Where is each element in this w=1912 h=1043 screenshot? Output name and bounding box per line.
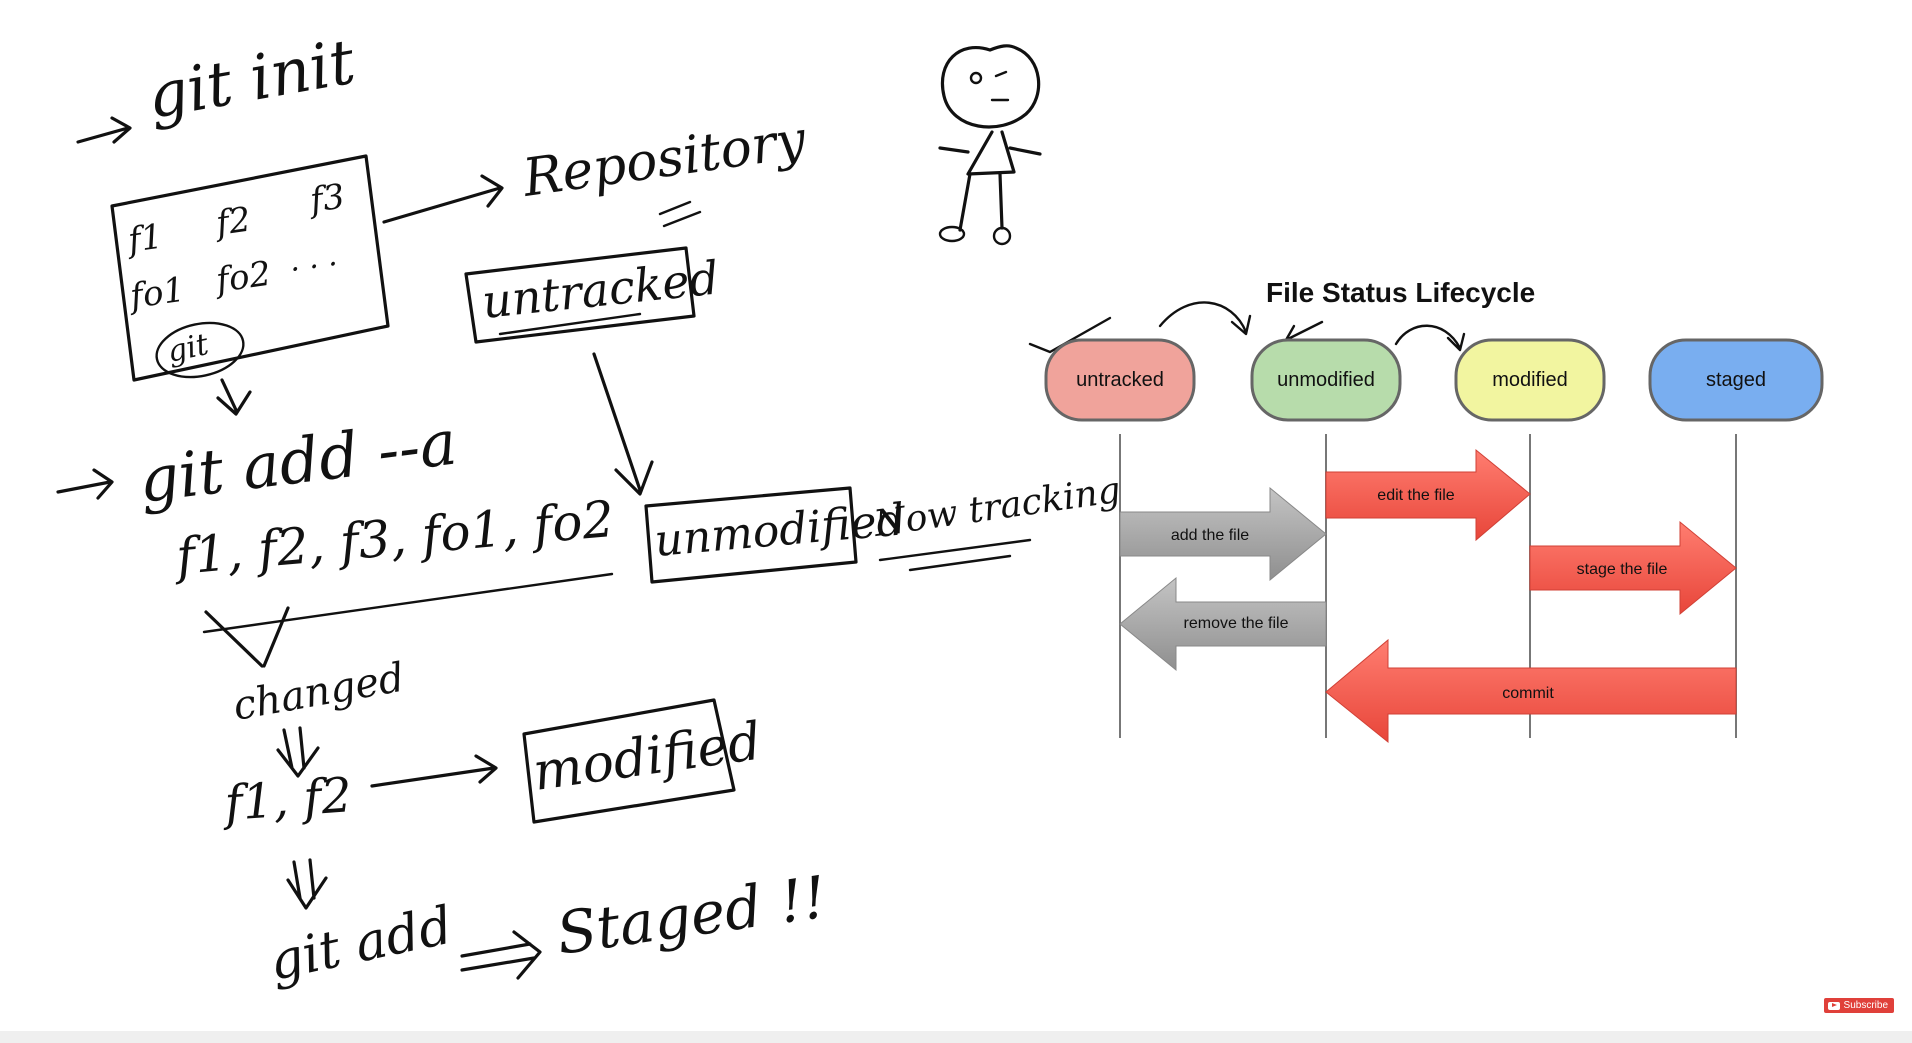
changed-files-text: f1, f2 [220, 767, 354, 832]
tick-marks-icon [658, 200, 702, 228]
modified-box [522, 698, 736, 824]
untracked-underline [498, 312, 642, 336]
arrow-untracked-down-icon [592, 352, 654, 496]
untracked-box [464, 246, 696, 344]
git-folder-circle [155, 321, 245, 379]
arrow-down-git-icon [216, 378, 252, 416]
double-arrow-changed-icon [276, 726, 320, 778]
subscribe-label: Subscribe [1843, 1000, 1888, 1011]
sketch-arrow-2-icon [1284, 320, 1324, 342]
now-tracking-text: Now tracking [871, 470, 1124, 545]
sketch-arrow-3-icon [1394, 324, 1466, 352]
state-staged-label: staged [1706, 369, 1766, 391]
edit-file-arrow-icon [1325, 448, 1531, 542]
remove-file-arrow-icon [1119, 576, 1327, 672]
commit-arrow-icon [1325, 638, 1737, 744]
repository-text: Repository [518, 110, 809, 209]
add-file-arrow-icon [1119, 486, 1327, 582]
add-file-label: add the file [1171, 527, 1249, 544]
unmodified-box [644, 486, 858, 584]
file-f2-text: f2 [211, 200, 253, 245]
working-directory-box [110, 154, 390, 382]
edit-file-label: edit the file [1377, 487, 1454, 504]
lifecycle-title: File Status Lifecycle [1266, 277, 1535, 308]
file-f3-text: f3 [305, 177, 347, 222]
commit-label: commit [1502, 685, 1554, 702]
arrow-repository-icon [382, 174, 504, 224]
checkmark-icon [1028, 316, 1112, 354]
double-arrow-staged-icon [460, 930, 542, 980]
bottom-bar [0, 1031, 1912, 1043]
git-folder-text: git [164, 327, 212, 370]
unmodified-note-text: unmodified [653, 494, 907, 567]
state-staged-pill [1648, 338, 1824, 422]
state-unmodified-pill [1250, 338, 1402, 422]
file-fo2-text: fo2 [211, 254, 274, 302]
stick-figure-icon [938, 44, 1042, 246]
ellipsis-text: · · · [288, 247, 340, 288]
double-arrow-git-add-icon [286, 858, 328, 910]
stage-file-arrow-icon [1529, 520, 1737, 616]
staged-note-text: Staged !! [552, 863, 830, 968]
git-init-text: git init [142, 25, 360, 133]
state-untracked-label: untracked [1076, 369, 1164, 391]
arrow-git-init-icon [76, 116, 132, 144]
state-modified-label: modified [1492, 369, 1568, 391]
now-tracking-underline [878, 538, 1032, 572]
arrow-modified-icon [370, 754, 498, 788]
remove-file-label: remove the file [1184, 615, 1289, 632]
file-f1-text: f1 [123, 217, 165, 262]
sketch-arrow-1-icon [1158, 301, 1252, 336]
arrow-git-add-a-icon [56, 468, 114, 500]
changed-text: changed [230, 655, 408, 730]
state-modified-pill [1454, 338, 1606, 422]
file-fo1-text: fo1 [125, 270, 188, 318]
subscribe-button[interactable]: Subscribe [1823, 998, 1894, 1013]
file-list-underline [202, 572, 614, 634]
stage-file-label: stage the file [1577, 561, 1668, 578]
branch-lines-icon [204, 606, 290, 668]
git-add-a-text: git add --a [135, 406, 461, 517]
git-add-text: git add [264, 896, 457, 993]
youtube-icon [1827, 1001, 1840, 1010]
state-unmodified-label: unmodified [1277, 369, 1375, 391]
state-untracked-pill [1044, 338, 1196, 422]
